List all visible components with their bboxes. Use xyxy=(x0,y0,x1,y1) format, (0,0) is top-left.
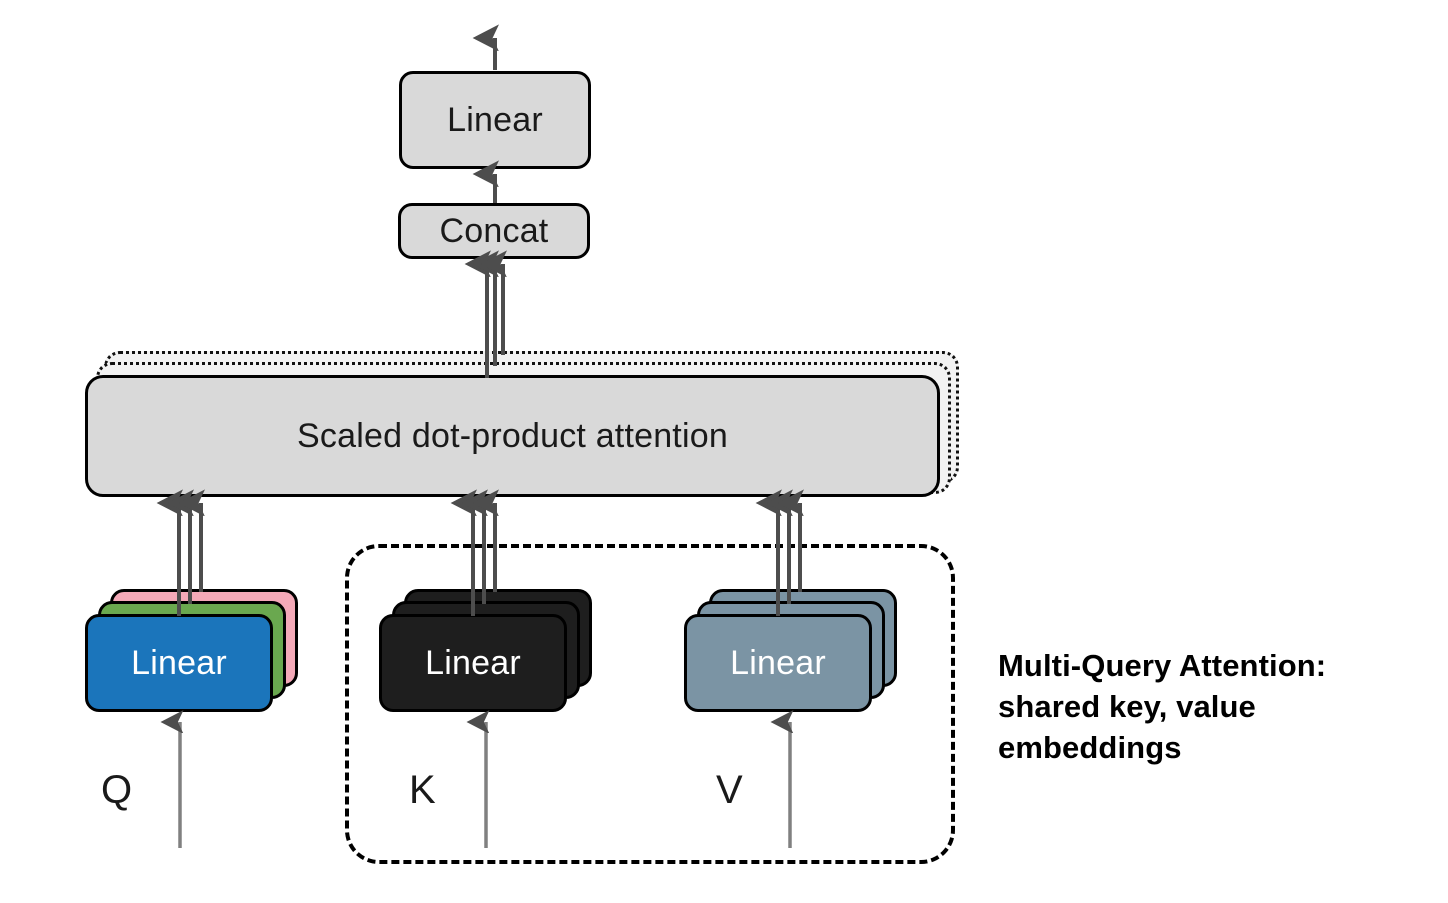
output-linear-box[interactable]: Linear xyxy=(399,71,591,169)
input-label-v: V xyxy=(716,768,743,812)
caption-line-1: Multi-Query Attention: xyxy=(998,648,1327,683)
output-linear-label: Linear xyxy=(447,100,543,139)
concat-box[interactable]: Concat xyxy=(398,203,590,259)
attention-label: Scaled dot-product attention xyxy=(297,416,728,455)
annotation-caption: Multi-Query Attention: shared key, value… xyxy=(998,645,1398,769)
q-linear-label: Linear xyxy=(131,643,227,682)
shared-kv-group xyxy=(345,544,955,864)
caption-line-2: shared key, value xyxy=(998,689,1256,725)
scaled-dot-product-attention-box[interactable]: Scaled dot-product attention xyxy=(85,375,940,497)
k-linear-label: Linear xyxy=(425,643,521,682)
concat-label: Concat xyxy=(439,211,549,250)
v-linear-label: Linear xyxy=(730,643,826,682)
q-linear-box[interactable]: Linear xyxy=(85,614,273,712)
caption-line-3: embeddings xyxy=(998,730,1182,766)
v-linear-box[interactable]: Linear xyxy=(684,614,872,712)
input-label-q: Q xyxy=(101,768,133,812)
k-linear-box[interactable]: Linear xyxy=(379,614,567,712)
input-label-k: K xyxy=(409,768,436,812)
